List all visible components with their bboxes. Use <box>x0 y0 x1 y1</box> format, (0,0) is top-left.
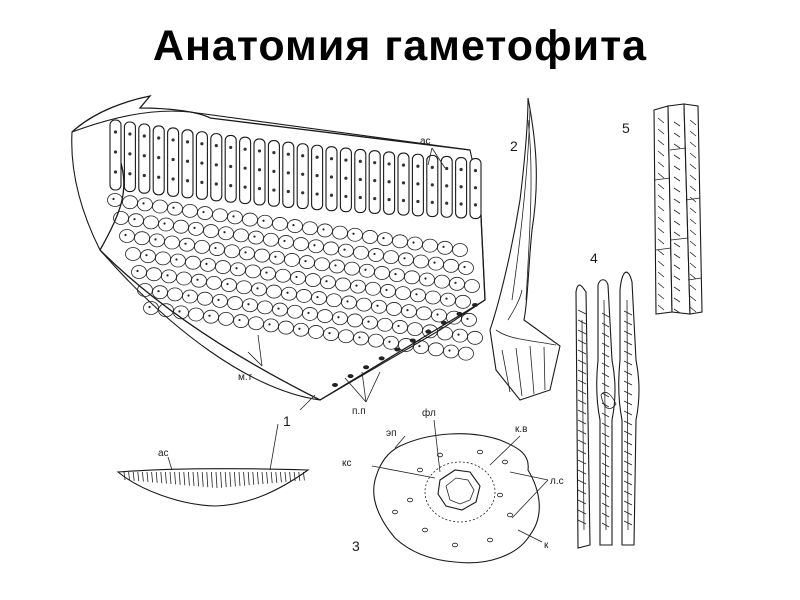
slide-title: Анатомия гаметофита <box>152 22 648 70</box>
figure-number-2: 2 <box>510 138 518 154</box>
label-mt: м.т <box>238 372 253 383</box>
label-as-small: ас <box>158 448 169 459</box>
ventral-pores <box>332 303 478 387</box>
label-fl: фл <box>422 407 436 419</box>
label-ks: кс <box>342 458 352 469</box>
label-k: к <box>544 540 549 551</box>
figure-3-stem-cross-section: фл эп кс к.в л.с к 3 <box>342 407 564 564</box>
label-pp: п.п <box>352 406 366 417</box>
figure-5-elongated-cells: 5 <box>622 103 703 315</box>
thallus-cells <box>107 193 483 361</box>
figure-number-4: 4 <box>590 250 598 266</box>
figure-1-cross-section-small: ас <box>116 423 310 507</box>
assimilator-columns <box>109 119 482 220</box>
label-ep: эп <box>386 428 397 439</box>
figure-1-thallus-section: ас м.т п.п 1 <box>71 95 486 429</box>
figure-number-1: 1 <box>283 413 291 429</box>
figure-number-3: 3 <box>352 538 360 554</box>
figure-4-rhizoid: 4 <box>575 250 640 549</box>
label-kv: к.в <box>515 424 527 435</box>
figure-number-5: 5 <box>622 120 630 136</box>
label-as-top: ас <box>420 136 431 147</box>
label-ls: л.с <box>550 476 564 487</box>
figure-2-leaf: 2 <box>489 97 561 401</box>
